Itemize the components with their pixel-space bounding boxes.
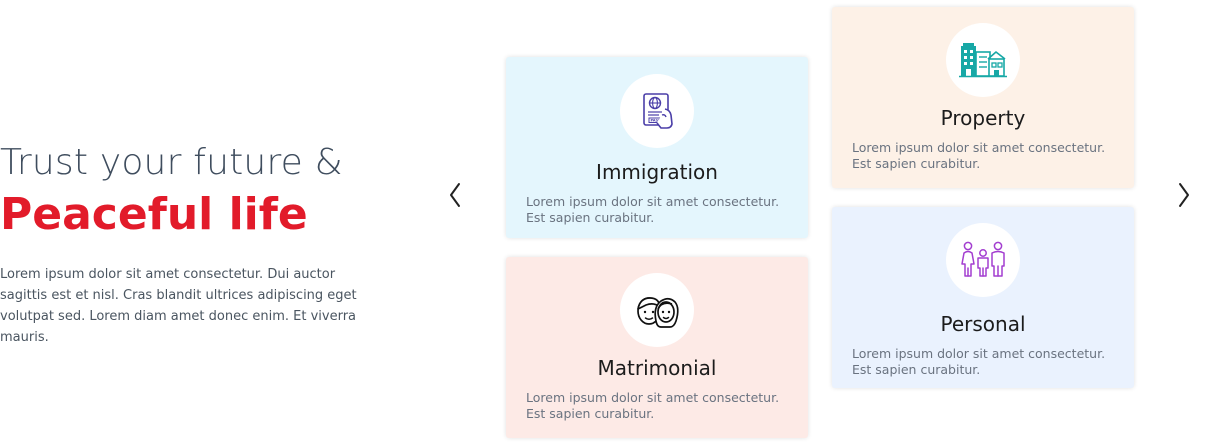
service-card-property[interactable]: Property Lorem ipsum dolor sit amet cons…: [832, 7, 1134, 188]
service-card-matrimonial[interactable]: Matrimonial Lorem ipsum dolor sit amet c…: [506, 257, 808, 438]
hero-title-line1: Trust your future &: [0, 142, 343, 183]
card-title: Immigration: [596, 160, 718, 184]
hero-description: Lorem ipsum dolor sit amet consectetur. …: [0, 267, 357, 345]
card-description: Lorem ipsum dolor sit amet consectetur. …: [526, 194, 780, 225]
carousel-prev-button[interactable]: [443, 178, 467, 212]
chevron-right-icon: [1179, 183, 1189, 207]
service-card-immigration[interactable]: PASS Immigration Lorem ipsum dolor sit a…: [506, 57, 808, 238]
hero-title-line2: Peaceful life: [0, 189, 308, 240]
chevron-left-icon: [450, 183, 460, 207]
card-description: Lorem ipsum dolor sit amet consectetur. …: [526, 390, 780, 421]
card-title: Property: [940, 106, 1026, 130]
icon-circle: [946, 223, 1020, 297]
couple-faces-icon: [637, 297, 679, 328]
carousel-next-button[interactable]: [1172, 178, 1196, 212]
card-description: Lorem ipsum dolor sit amet consectetur. …: [852, 346, 1106, 377]
family-icon: [961, 241, 1005, 277]
icon-circle: [620, 273, 694, 347]
svg-text:PASS: PASS: [650, 119, 661, 123]
buildings-icon: [959, 43, 1007, 78]
hero-block: Trust your future & Peaceful life Lorem …: [0, 140, 380, 348]
card-title: Matrimonial: [597, 356, 717, 380]
icon-circle: [946, 23, 1020, 97]
card-description: Lorem ipsum dolor sit amet consectetur. …: [852, 140, 1106, 171]
icon-circle: PASS: [620, 74, 694, 148]
service-card-personal[interactable]: Personal Lorem ipsum dolor sit amet cons…: [832, 207, 1134, 388]
card-title: Personal: [940, 312, 1026, 336]
passport-icon: PASS: [643, 93, 673, 129]
